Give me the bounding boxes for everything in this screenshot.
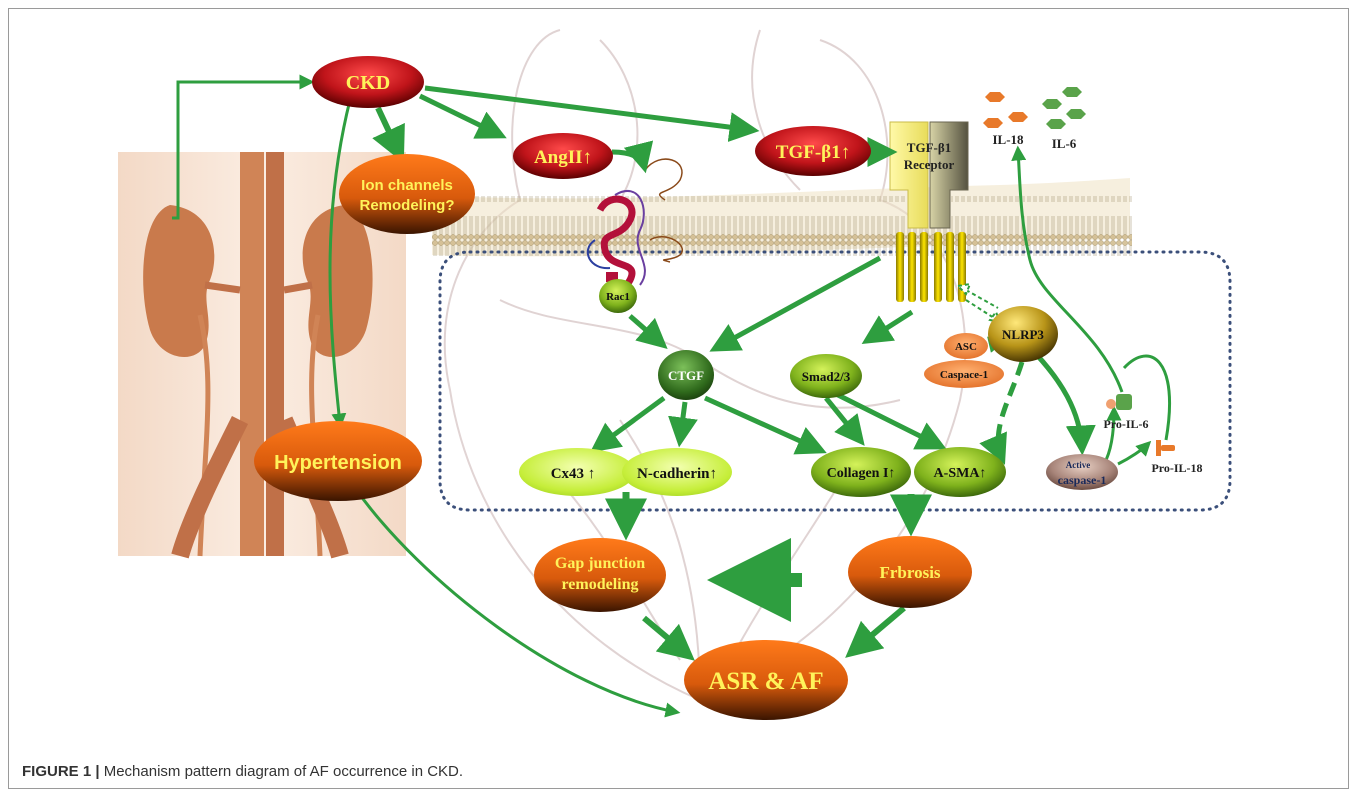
collagen-label: Collagen I↑ bbox=[827, 466, 896, 481]
transmembrane-helices bbox=[896, 232, 966, 302]
figure-frame bbox=[8, 8, 1349, 789]
link-pro-il6-pro-il18 bbox=[1122, 354, 1172, 441]
ion-channels-label-line2: Remodeling? bbox=[359, 197, 454, 214]
caption-text: Mechanism pattern diagram of AF occurren… bbox=[103, 763, 464, 780]
angii-label: AngII↑ bbox=[534, 147, 592, 168]
node-hypertension: Hypertension bbox=[254, 421, 422, 501]
node-cx43: Cx43 ↑ bbox=[519, 448, 635, 496]
arrow-receptor-to-ctgf bbox=[709, 255, 882, 352]
arrow-kidney-to-ckd bbox=[172, 74, 315, 220]
pro-il18-label: Pro-IL-18 bbox=[1151, 461, 1202, 475]
il6-molecules bbox=[1042, 87, 1086, 129]
arrow-ckd-to-ion-channels bbox=[372, 106, 405, 164]
arrow-nlrp3-to-asma bbox=[979, 361, 1025, 465]
il6-label: IL-6 bbox=[1052, 136, 1077, 151]
rac1-label: Rac1 bbox=[606, 291, 630, 303]
node-ckd: CKD bbox=[312, 56, 424, 108]
arrow-fibrosis-to-asr bbox=[845, 605, 906, 658]
gap-junction-label-line2: remodeling bbox=[561, 576, 638, 593]
il18-label: IL-18 bbox=[992, 132, 1024, 147]
active-caspase1-label-line2: caspase-1 bbox=[1058, 473, 1107, 487]
hypertension-label: Hypertension bbox=[274, 452, 402, 474]
gap-junction-label-line1: Gap junction bbox=[555, 555, 645, 572]
arrow-active-caspase1-to-pro-il18 bbox=[1117, 440, 1152, 466]
arrow-ckd-to-angii bbox=[418, 93, 507, 139]
pro-il18-marker bbox=[1156, 440, 1175, 456]
asc-label: ASC bbox=[955, 341, 977, 353]
arrow-ckd-to-hypertension bbox=[328, 99, 352, 429]
arrow-rac1-to-ctgf bbox=[628, 314, 668, 349]
cx43-label: Cx43 ↑ bbox=[551, 466, 596, 482]
tgfb1-receptor-icon bbox=[889, 121, 969, 302]
receptor-nlrp3-link bbox=[955, 282, 1002, 324]
node-nlrp3: NLRP3 bbox=[988, 306, 1058, 362]
arrow-hypertension-to-asr bbox=[353, 487, 681, 718]
arrow-ctgf-to-cx43 bbox=[589, 395, 666, 453]
arrow-nlrp3-to-active-caspase1 bbox=[1034, 352, 1096, 456]
arrows bbox=[172, 74, 1172, 718]
node-smad: Smad2/3 bbox=[790, 354, 862, 398]
ckd-label: CKD bbox=[346, 72, 390, 94]
tgfb1-label: TGF-β1↑ bbox=[776, 142, 850, 163]
arrow-smad-to-collagen bbox=[824, 396, 865, 446]
receptor-label-line2: Receptor bbox=[904, 157, 955, 172]
node-fibrosis: Frbrosis bbox=[848, 536, 972, 608]
caspase1-label: Caspace-1 bbox=[940, 369, 988, 381]
arrow-ckd-to-tgfb1 bbox=[424, 85, 760, 143]
node-gap-junction: Gap junction remodeling bbox=[534, 538, 666, 612]
node-ctgf: CTGF bbox=[658, 350, 714, 400]
il18-molecules bbox=[983, 92, 1028, 128]
node-angii: AngII↑ bbox=[513, 133, 613, 179]
arrow-receptor-to-smad bbox=[861, 309, 914, 345]
ctgf-label: CTGF bbox=[668, 368, 704, 383]
caption-label: FIGURE 1 | bbox=[22, 763, 100, 780]
arrow-ctgf-to-collagen bbox=[703, 395, 827, 455]
node-asr-af: ASR & AF bbox=[684, 640, 848, 720]
smad-label: Smad2/3 bbox=[802, 369, 851, 384]
ion-channels-label-line1: Ion channels bbox=[361, 177, 453, 194]
node-asc: ASC bbox=[944, 333, 988, 359]
node-ion-channels: Ion channels Remodeling? bbox=[339, 154, 475, 234]
figure-caption: FIGURE 1 | Mechanism pattern diagram of … bbox=[22, 763, 463, 780]
arrow-pro-il6-to-il18 bbox=[1011, 145, 1124, 393]
fibrosis-label: Frbrosis bbox=[879, 563, 940, 582]
node-rac1: Rac1 bbox=[599, 279, 637, 313]
pro-il6-marker bbox=[1106, 394, 1132, 410]
node-active-caspase1: Active caspase-1 bbox=[1046, 454, 1118, 490]
node-collagen: Collagen I↑ bbox=[811, 447, 911, 497]
receptor-label-line1: TGF-β1 bbox=[907, 140, 951, 155]
arrow-gap-to-asr bbox=[642, 615, 695, 661]
node-asma: A-SMA↑ bbox=[914, 447, 1006, 497]
kidney-illustration bbox=[118, 152, 406, 559]
arrow-angii-to-receptor bbox=[611, 140, 654, 174]
active-caspase1-label-line1: Active bbox=[1066, 460, 1091, 470]
arrow-ctgf-to-ncadherin bbox=[668, 401, 698, 448]
node-caspase1: Caspace-1 bbox=[924, 360, 1004, 388]
node-tgfb1: TGF-β1↑ bbox=[755, 126, 871, 176]
pro-il6-label: Pro-IL-6 bbox=[1103, 417, 1148, 431]
arrow-smad-to-asma bbox=[834, 391, 947, 450]
asr-af-label: ASR & AF bbox=[708, 668, 823, 695]
nlrp3-label: NLRP3 bbox=[1002, 327, 1044, 342]
node-ncadherin: N-cadherin↑ bbox=[622, 448, 732, 496]
asma-label: A-SMA↑ bbox=[934, 466, 987, 481]
ncadherin-label: N-cadherin↑ bbox=[637, 466, 717, 482]
